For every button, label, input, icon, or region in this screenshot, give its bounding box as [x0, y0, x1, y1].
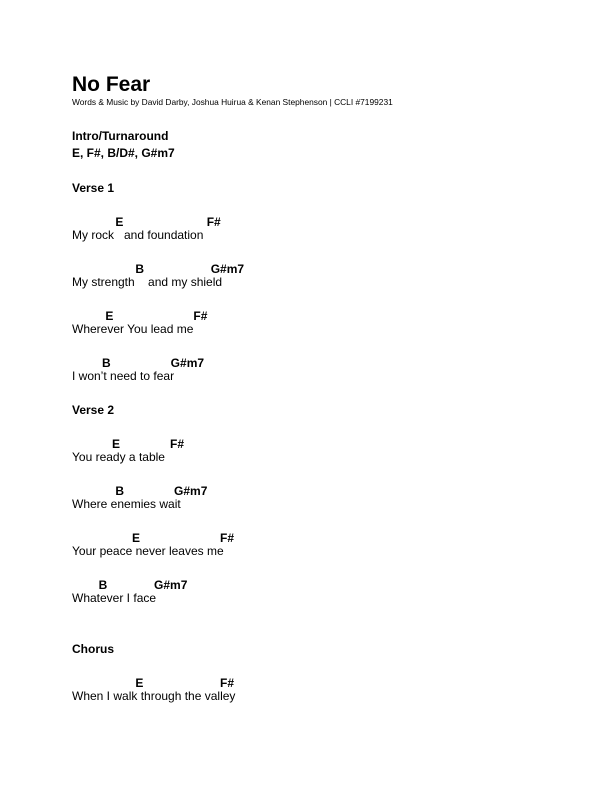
lyric-line: My rock and foundation: [72, 228, 204, 242]
song-byline: Words & Music by David Darby, Joshua Hui…: [72, 97, 393, 107]
chord-lyric-pair: E F# Wherever You lead me: [72, 310, 552, 336]
lyric-line: When I walk through the valley: [72, 689, 236, 703]
chord-line: E F#: [72, 309, 208, 323]
song-title: No Fear: [72, 73, 151, 96]
section-verse2: Verse 2 E F# You ready a table B G#m7 Wh…: [72, 404, 552, 605]
chord-lyric-pair: E F# You ready a table: [72, 438, 552, 464]
chord-line: E, F#, B/D#, G#m7: [72, 146, 175, 160]
chord-line: B G#m7: [72, 262, 245, 276]
lyric-line: My strength and my shield: [72, 275, 223, 289]
chord-lyric-pair: E F# My rock and foundation: [72, 216, 552, 242]
lyric-line: Your peace never leaves me: [72, 544, 224, 558]
section-header-intro: Intro/Turnaround: [72, 129, 169, 143]
chord-line: E F#: [72, 437, 185, 451]
chord-lyric-pair: B G#m7 Whatever I face: [72, 579, 552, 605]
chord-line: E F#: [72, 215, 221, 229]
chord-line: B G#m7: [72, 356, 205, 370]
section-header-chorus: Chorus: [72, 642, 114, 656]
section-chorus: Chorus E F# When I walk through the vall…: [72, 643, 552, 703]
lyric-line: I won’t need to fear: [72, 369, 175, 383]
lyric-line: Whatever I face: [72, 591, 157, 605]
chord-lyric-pair: B G#m7 Where enemies wait: [72, 485, 552, 511]
section-header-verse2: Verse 2: [72, 403, 115, 417]
chord-line: E F#: [72, 676, 235, 690]
chord-lyric-pair: B G#m7 I won’t need to fear: [72, 357, 552, 383]
chord-lyric-pair: E F# When I walk through the valley: [72, 677, 552, 703]
section-verse1: Verse 1 E F# My rock and foundation B G#…: [72, 182, 552, 383]
section-header-verse1: Verse 1: [72, 181, 115, 195]
lyric-line: Where enemies wait: [72, 497, 181, 511]
lyric-line: You ready a table: [72, 450, 165, 464]
lyric-line: Wherever You lead me: [72, 322, 194, 336]
chord-lyric-pair: E F# Your peace never leaves me: [72, 532, 552, 558]
chord-line: B G#m7: [72, 578, 188, 592]
chord-line: E F#: [72, 531, 235, 545]
section-intro: Intro/Turnaround E, F#, B/D#, G#m7: [72, 130, 552, 160]
chord-lyric-pair: B G#m7 My strength and my shield: [72, 263, 552, 289]
chord-line: B G#m7: [72, 484, 208, 498]
